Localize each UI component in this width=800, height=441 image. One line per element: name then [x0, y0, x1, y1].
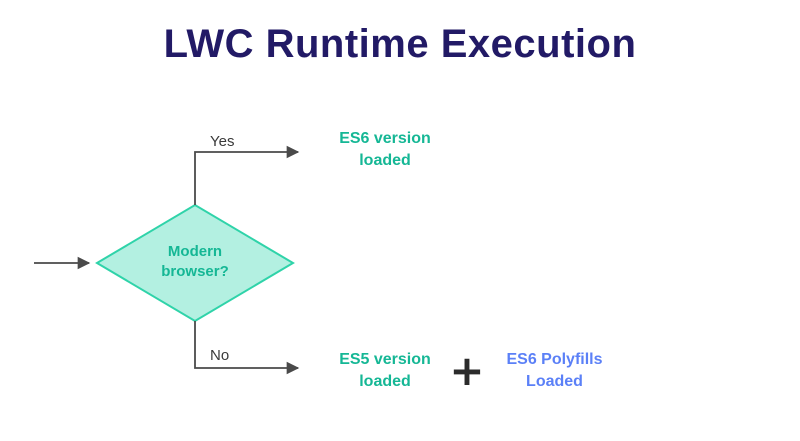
- es6-version-result: ES6 version loaded: [339, 130, 431, 169]
- decision-diamond-shape: [95, 203, 295, 323]
- decision-label: Modern browser?: [161, 243, 229, 281]
- plus-icon: +: [449, 346, 485, 395]
- no-branch-label: No: [210, 347, 230, 364]
- yes-branch-arrow: [194, 145, 300, 205]
- yes-branch-label: Yes: [210, 133, 235, 150]
- page-title: LWC Runtime Execution: [163, 22, 637, 66]
- es5-version-result: ES5 version loaded: [339, 351, 431, 390]
- no-branch-arrow: [194, 321, 300, 375]
- es6-polyfills-result: ES6 Polyfills Loaded: [506, 351, 603, 390]
